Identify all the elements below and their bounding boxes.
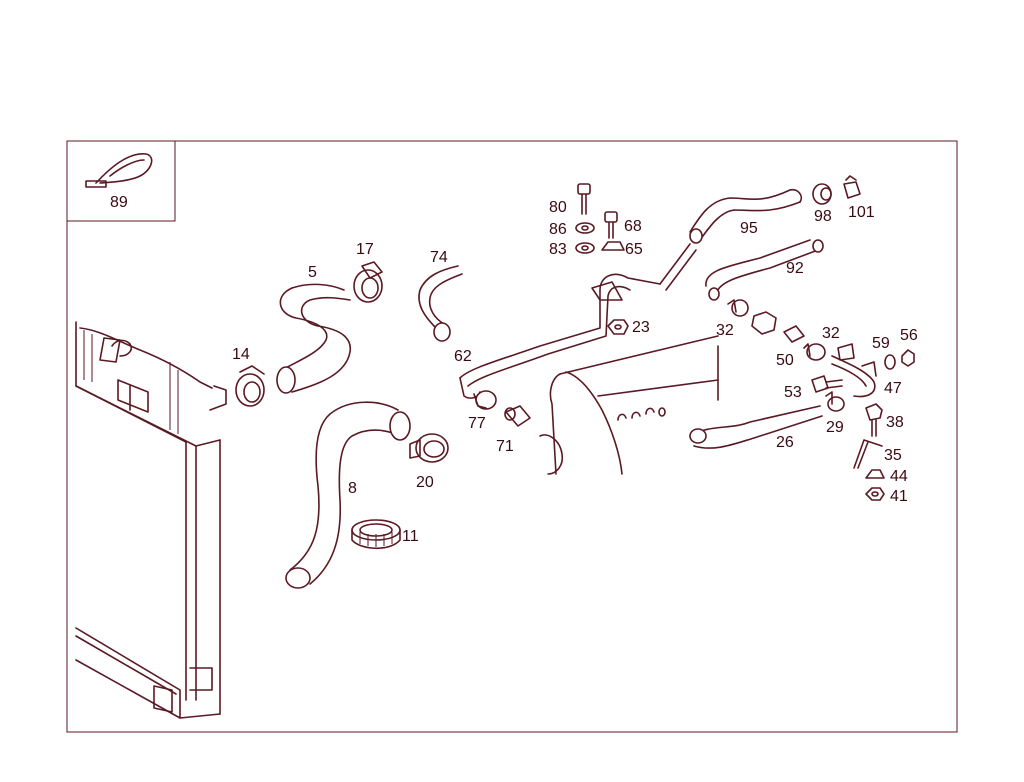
hose-92-icon bbox=[705, 239, 824, 301]
callout-56: 56 bbox=[900, 327, 918, 344]
washer-86-icon bbox=[575, 222, 595, 234]
nut-56-icon bbox=[901, 349, 915, 367]
callout-65: 65 bbox=[625, 241, 643, 258]
pipe-47-icon bbox=[831, 343, 877, 398]
bracket-35-icon bbox=[853, 439, 883, 469]
callout-8: 8 bbox=[348, 480, 357, 497]
hose-8-icon bbox=[285, 401, 411, 589]
callout-71: 71 bbox=[496, 438, 514, 455]
callout-29: 29 bbox=[826, 419, 844, 436]
callout-62: 62 bbox=[454, 348, 472, 365]
nut-41-icon bbox=[865, 487, 885, 501]
hose-74-icon bbox=[418, 265, 463, 342]
hose-26-icon bbox=[689, 405, 823, 449]
callout-74: 74 bbox=[430, 249, 448, 266]
washer-83-icon bbox=[575, 242, 595, 254]
engine-block-icon bbox=[539, 335, 719, 475]
radiator-icon bbox=[75, 321, 227, 719]
callout-17: 17 bbox=[356, 241, 374, 258]
clip-101-icon bbox=[843, 175, 861, 199]
callout-101: 101 bbox=[848, 204, 875, 221]
callout-11: 11 bbox=[402, 528, 419, 545]
callout-77: 77 bbox=[468, 415, 486, 432]
hose-5-icon bbox=[276, 283, 352, 394]
callout-5: 5 bbox=[308, 264, 317, 281]
callout-35: 35 bbox=[884, 447, 902, 464]
callout-38: 38 bbox=[886, 414, 904, 431]
callout-32-lower: 32 bbox=[822, 325, 840, 342]
connector-50-icon bbox=[783, 325, 805, 343]
hose-clamp-17-icon bbox=[353, 261, 383, 303]
hose-clamp-77-icon bbox=[473, 390, 497, 410]
callout-23: 23 bbox=[632, 319, 650, 336]
connector-71-icon bbox=[504, 405, 531, 427]
callout-68: 68 bbox=[624, 218, 642, 235]
callout-50: 50 bbox=[776, 352, 794, 369]
pipe-62-icon bbox=[459, 243, 697, 399]
hose-clamp-29-icon bbox=[825, 391, 845, 412]
hose-clamp-20-icon bbox=[409, 433, 449, 463]
bolt-53-icon bbox=[811, 375, 843, 393]
callout-83: 83 bbox=[549, 241, 567, 258]
callout-44: 44 bbox=[890, 468, 908, 485]
callout-26: 26 bbox=[776, 434, 794, 451]
callout-32-upper: 32 bbox=[716, 322, 734, 339]
callout-80: 80 bbox=[549, 199, 567, 216]
bolt-38-icon bbox=[865, 403, 883, 437]
callout-53: 53 bbox=[784, 384, 802, 401]
hose-clamp-32-upper-icon bbox=[727, 299, 749, 317]
callout-41: 41 bbox=[890, 488, 908, 505]
callout-14: 14 bbox=[232, 346, 250, 363]
cap-icon bbox=[751, 311, 777, 335]
bolt-80-icon bbox=[577, 183, 591, 215]
washer-59-icon bbox=[884, 354, 896, 370]
diagram-frame bbox=[66, 140, 958, 733]
grommet-98-icon bbox=[812, 183, 832, 205]
bolt-68-icon bbox=[604, 211, 618, 239]
callout-59: 59 bbox=[872, 335, 890, 352]
callout-98: 98 bbox=[814, 208, 832, 225]
hose-clamp-14-icon bbox=[235, 365, 265, 407]
clip-44-icon bbox=[865, 469, 885, 479]
cable-tie-89-icon bbox=[85, 153, 153, 188]
callout-95: 95 bbox=[740, 220, 758, 237]
callout-20: 20 bbox=[416, 474, 434, 491]
hose-95-icon bbox=[689, 188, 803, 244]
hose-clamp-32-lower-icon bbox=[803, 343, 826, 361]
nut-23-icon bbox=[607, 319, 629, 335]
callout-86: 86 bbox=[549, 221, 567, 238]
inset-box bbox=[66, 140, 176, 222]
ring-11-icon bbox=[351, 519, 401, 550]
nut-65-icon bbox=[601, 241, 625, 251]
inset-label-89: 89 bbox=[110, 194, 128, 211]
callout-92: 92 bbox=[786, 260, 804, 277]
callout-47: 47 bbox=[884, 380, 902, 397]
